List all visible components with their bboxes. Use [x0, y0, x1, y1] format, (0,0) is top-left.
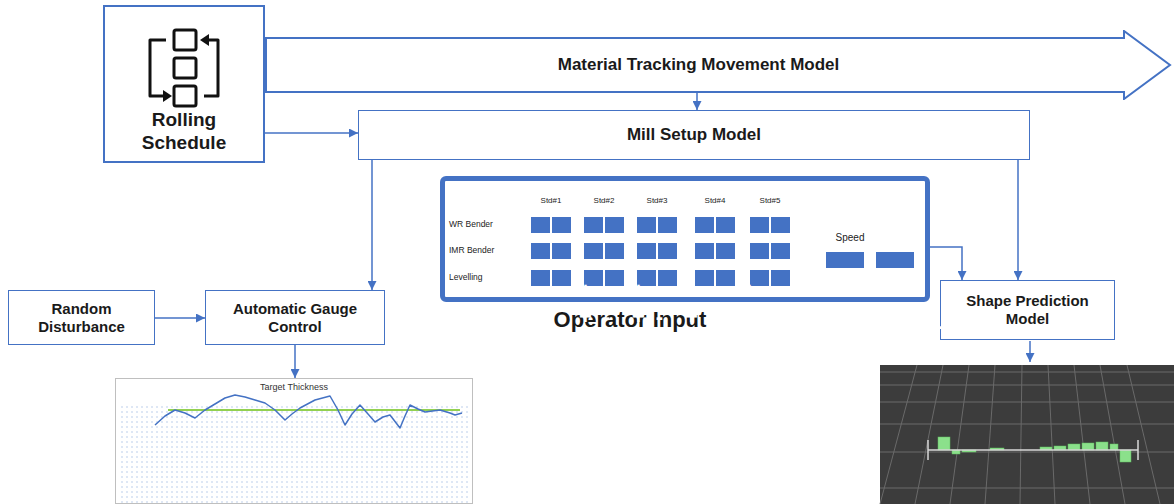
control-button: - — [716, 217, 735, 233]
control-button: - — [658, 243, 677, 259]
thickness-plot — [118, 395, 471, 503]
button-sign: - — [656, 280, 663, 302]
process-box: Mill Setup Model — [358, 110, 1030, 160]
button-sign: + — [632, 306, 645, 328]
shape-display — [880, 365, 1174, 504]
button-sign: - — [767, 333, 774, 355]
panel-label: Std#5 — [740, 196, 800, 205]
node-text: Mill Setup Model — [627, 125, 761, 145]
control-button: - — [716, 270, 735, 286]
node-text: Automatic Gauge Control — [225, 300, 365, 336]
flow-connector — [371, 160, 373, 290]
control-button: - — [552, 270, 571, 286]
panel-label: Std#3 — [627, 196, 687, 205]
button-sign: - — [709, 306, 716, 328]
control-button: - — [771, 243, 790, 259]
button-sign: + — [685, 333, 698, 355]
node-text: Material Tracking Movement Model — [558, 55, 840, 75]
node-text: Random Disturbance — [21, 300, 143, 336]
button-sign: - — [709, 333, 716, 355]
node-text: Shape Prediction Model — [958, 292, 1098, 328]
control-button: + — [531, 217, 550, 233]
button-sign: + — [884, 315, 897, 337]
panel-label: Std#2 — [574, 196, 634, 205]
button-sign: + — [579, 333, 592, 355]
control-button: - — [658, 217, 677, 233]
control-button: - — [605, 217, 624, 233]
flow-connector — [265, 132, 358, 134]
node-text: Target Thickness — [260, 382, 328, 503]
arrow-shape — [266, 31, 1170, 99]
button-sign: + — [632, 280, 645, 302]
control-button: + — [531, 270, 550, 286]
control-button: + — [637, 217, 656, 233]
button-sign: + — [632, 333, 645, 355]
flow-connector — [155, 317, 205, 319]
control-button: + — [584, 243, 603, 259]
button-sign: + — [685, 280, 698, 302]
button-sign: - — [603, 333, 610, 355]
control-button: + — [531, 243, 550, 259]
schedule-box: Rolling Schedule — [103, 5, 265, 163]
button-sign: + — [579, 280, 592, 302]
control-button: + — [750, 217, 769, 233]
control-button: + — [695, 243, 714, 259]
control-button: - — [716, 243, 735, 259]
node-text: Operator Input — [530, 307, 730, 333]
control-button: - — [552, 243, 571, 259]
button-sign: + — [743, 280, 756, 302]
control-button: - — [552, 217, 571, 233]
panel-label: Speed — [820, 232, 880, 243]
control-panel: Operator Input+-+-+-+-+-+-+-+-+-+-+-+-+-… — [440, 176, 930, 340]
control-button: - — [771, 217, 790, 233]
button-sign: + — [685, 306, 698, 328]
panel-label: Levelling — [449, 272, 483, 282]
flow-connector — [294, 345, 296, 378]
process-box: Automatic Gauge Control — [205, 290, 385, 345]
panel-label: WR Bender — [449, 219, 493, 229]
button-sign: - — [656, 333, 663, 355]
flow-connector — [1017, 160, 1019, 280]
button-sign: - — [936, 315, 943, 337]
thickness-chart: Target Thickness — [115, 378, 473, 504]
button-sign: - — [656, 306, 663, 328]
control-button: + — [826, 252, 864, 268]
control-button: + — [637, 243, 656, 259]
process-box: Shape Prediction Model — [940, 280, 1115, 340]
button-sign: - — [822, 306, 829, 328]
schedule-icon — [150, 30, 218, 106]
button-sign: - — [709, 280, 716, 302]
button-sign: - — [603, 280, 610, 302]
button-sign: + — [743, 333, 756, 355]
panel-label: Std#4 — [685, 196, 745, 205]
button-sign: - — [822, 280, 829, 302]
button-sign: - — [767, 306, 774, 328]
button-sign: + — [743, 306, 756, 328]
control-button: + — [750, 243, 769, 259]
button-sign: - — [603, 306, 610, 328]
button-sign: - — [767, 280, 774, 302]
control-button: - — [876, 252, 914, 268]
control-button: + — [695, 217, 714, 233]
control-button: - — [605, 243, 624, 259]
control-button: + — [584, 217, 603, 233]
button-sign: + — [579, 306, 592, 328]
panel-label: IMR Bender — [449, 245, 494, 255]
flow-arrow: Material Tracking Movement Model — [265, 30, 1172, 100]
button-sign: + — [798, 306, 811, 328]
leader-arrow — [1029, 341, 1031, 362]
flow-connector — [696, 92, 698, 110]
node-text: Rolling Schedule — [119, 108, 249, 156]
flow-connector — [930, 247, 962, 280]
button-sign: + — [798, 280, 811, 302]
panel-label: Std#1 — [521, 196, 581, 205]
button-sign: + — [798, 333, 811, 355]
button-sign: - — [822, 333, 829, 355]
process-box: Random Disturbance — [8, 290, 155, 345]
